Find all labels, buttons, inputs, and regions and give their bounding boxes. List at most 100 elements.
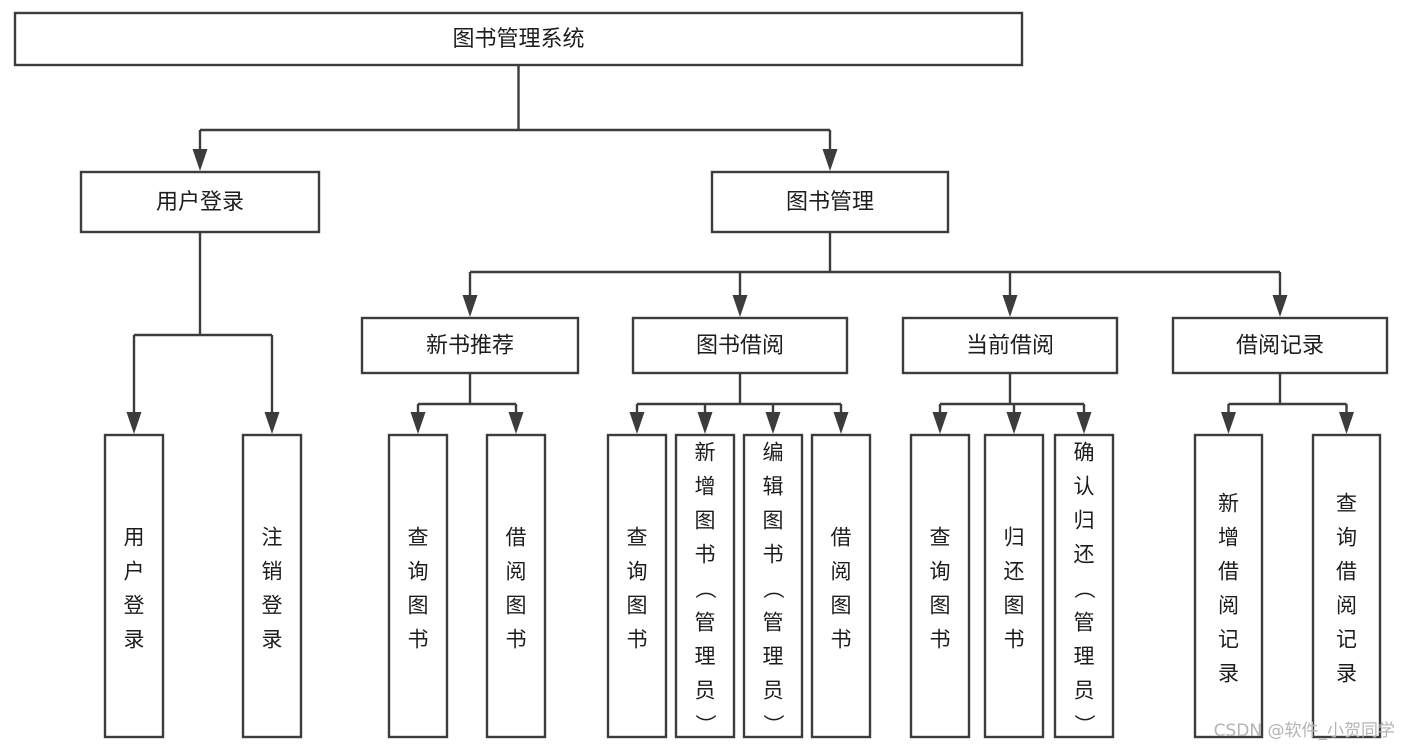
node-label-char: ） — [693, 714, 717, 735]
node-label-char: 借 — [831, 526, 852, 550]
node-label-char: 询 — [930, 560, 951, 584]
arrow-head-icon — [1339, 412, 1354, 434]
node-user-login[interactable]: 用户登录 — [79, 170, 321, 234]
node-label-char: 录 — [124, 628, 145, 652]
node-box — [674, 433, 736, 739]
node-label-char: ） — [761, 714, 785, 735]
node-label-char: 阅 — [506, 560, 527, 584]
node-box — [1311, 433, 1382, 739]
arrow-head-icon — [765, 412, 781, 434]
node-label-char: 录 — [1336, 662, 1357, 686]
node-label-char: 新 — [1218, 492, 1239, 516]
node-box — [1193, 433, 1264, 739]
node-box — [79, 170, 321, 234]
node-label: 借阅记录 — [1236, 334, 1324, 359]
arrow-head-icon — [192, 149, 208, 171]
node-new-book-rec[interactable]: 新书推荐 — [360, 316, 580, 375]
node-label-char: （ — [693, 578, 717, 599]
node-book-manage[interactable]: 图书管理 — [710, 170, 950, 234]
node-box — [13, 11, 1024, 67]
node-label-char: 管 — [763, 611, 784, 635]
node-label-char: 员 — [1074, 679, 1095, 703]
node-label-char: （ — [1072, 578, 1096, 599]
node-current-borrow[interactable]: 当前借阅 — [901, 316, 1119, 375]
node-box — [983, 433, 1045, 739]
node-box — [901, 316, 1119, 375]
node-label-char: 阅 — [831, 560, 852, 584]
node-label-char: 查 — [1336, 492, 1357, 516]
node-label: 图书管理 — [786, 190, 874, 215]
node-label-char: 录 — [1218, 662, 1239, 686]
node-label-char: 询 — [1336, 526, 1357, 550]
arrow-head-icon — [732, 295, 748, 317]
node-label-char: 员 — [695, 679, 716, 703]
node-label-char: 注 — [262, 526, 283, 550]
node-label-char: 询 — [408, 560, 429, 584]
node-label-char: 书 — [408, 628, 429, 652]
node-box — [810, 433, 872, 739]
node-label-char: 图 — [930, 594, 951, 618]
node-label-char: 图 — [763, 509, 784, 533]
node-root[interactable]: 图书管理系统 — [13, 11, 1024, 67]
node-box — [1053, 433, 1115, 739]
node-box — [241, 433, 303, 739]
node-label-char: 理 — [763, 645, 784, 669]
node-label-char: 查 — [408, 526, 429, 550]
node-box — [103, 433, 165, 739]
node-label-char: 登 — [124, 594, 145, 618]
node-label-char: 图 — [831, 594, 852, 618]
node-layer: 图书管理系统用户登录图书管理新书推荐图书借阅当前借阅借阅记录用户登录注销登录查询… — [13, 11, 1389, 739]
node-label-char: 增 — [1218, 526, 1239, 550]
node-label-char: 书 — [506, 628, 527, 652]
arrow-head-icon — [822, 149, 838, 171]
arrow-head-icon — [1002, 295, 1018, 317]
node-label-char: 图 — [408, 594, 429, 618]
node-label-char: 阅 — [1218, 594, 1239, 618]
watermark-label: CSDN @软件_小贺同学 — [1213, 721, 1395, 741]
node-label-char: 登 — [262, 594, 283, 618]
node-borrow-record[interactable]: 借阅记录 — [1171, 316, 1389, 375]
node-label-char: 图 — [627, 594, 648, 618]
node-label: 用户登录 — [156, 190, 244, 215]
arrow-head-icon — [126, 412, 142, 434]
node-box — [710, 170, 950, 234]
node-label-char: 书 — [1004, 628, 1025, 652]
node-leaf-user-login[interactable]: 用户登录 — [103, 433, 165, 739]
node-label-char: 还 — [1004, 560, 1025, 584]
node-label-char: 借 — [1336, 560, 1357, 584]
node-label-char: 归 — [1004, 526, 1025, 550]
node-label-char: 书 — [627, 628, 648, 652]
node-label-char: 借 — [1218, 560, 1239, 584]
node-label-char: 阅 — [1336, 594, 1357, 618]
arrow-head-icon — [629, 412, 645, 434]
node-label-char: 图 — [695, 509, 716, 533]
node-label-char: 员 — [763, 679, 784, 703]
node-label-char: 辑 — [763, 475, 784, 499]
arrow-head-icon — [264, 412, 280, 434]
arrow-head-icon — [1006, 412, 1022, 434]
node-box — [909, 433, 971, 739]
node-box — [1171, 316, 1389, 375]
node-label: 图书管理系统 — [452, 27, 584, 52]
node-label-char: 还 — [1074, 543, 1095, 567]
node-label-char: 借 — [506, 526, 527, 550]
node-label-char: 询 — [627, 560, 648, 584]
node-label-char: 书 — [831, 628, 852, 652]
node-book-borrow[interactable]: 图书借阅 — [631, 316, 849, 375]
arrow-head-icon — [462, 295, 478, 317]
edge-layer — [126, 65, 1354, 434]
